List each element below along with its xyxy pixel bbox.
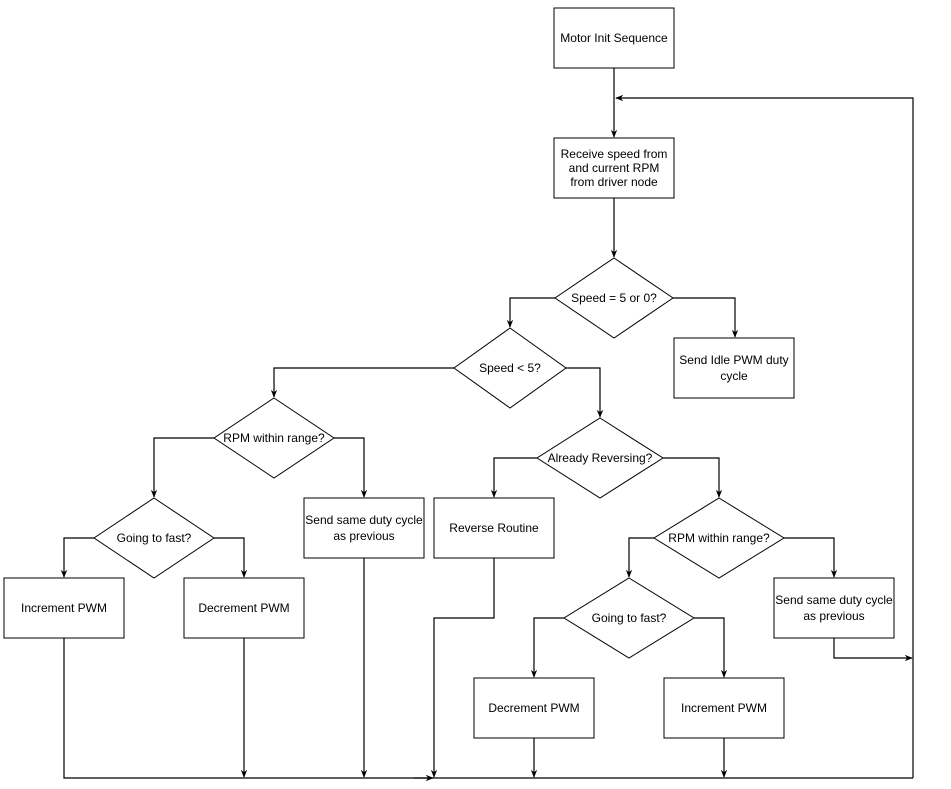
node-dec-right: Decrement PWM: [473, 677, 595, 739]
node-dec-left: Decrement PWM: [183, 577, 305, 639]
node-init-label: Motor Init Sequence: [560, 31, 668, 45]
node-same-left-label-2: as previous: [333, 529, 394, 543]
connectors: [60, 68, 914, 782]
node-inc-right: Increment PWM: [663, 677, 785, 739]
node-rpm-right-label: RPM within range?: [668, 531, 770, 545]
arrow-rpm-left-to-same-left: [334, 437, 368, 498]
arrow-reversing-to-reverse: [490, 457, 537, 498]
node-fast-left: Going to fast?: [93, 497, 215, 579]
node-same-left-label-1: Send same duty cycle: [305, 513, 423, 527]
node-rpm-left-label: RPM within range?: [223, 431, 325, 445]
node-fast-right-label: Going to fast?: [592, 611, 667, 625]
arrow-speed5or0-to-idle: [673, 297, 739, 338]
arrow-reverse-down: [430, 558, 495, 778]
arrow-fast-left-to-dec: [214, 537, 248, 578]
node-inc-left-label: Increment PWM: [21, 601, 107, 615]
node-speedlt5-label: Speed < 5?: [479, 361, 541, 375]
node-rpm-left: RPM within range?: [213, 397, 335, 479]
node-reversing-label: Already Reversing?: [548, 451, 653, 465]
node-dec-right-label: Decrement PWM: [488, 701, 579, 715]
node-receive-label-2: and current RPM: [569, 161, 660, 175]
node-reverse-label: Reverse Routine: [449, 521, 539, 535]
arrow-speed5or0-to-speedlt5: [506, 297, 555, 328]
node-inc-left: Increment PWM: [3, 577, 125, 639]
node-receive-label-1: Receive speed from: [561, 147, 668, 161]
node-inc-right-label: Increment PWM: [681, 701, 767, 715]
arrow-same-right-to-loop: [833, 638, 913, 662]
node-speedlt5: Speed < 5?: [453, 327, 567, 409]
arrow-fast-left-to-inc: [60, 537, 94, 578]
arrow-loop-back: [615, 94, 914, 778]
arrow-reversing-to-rpm-right: [663, 457, 723, 498]
arrow-speedlt5-to-reversing: [566, 367, 604, 418]
node-speed5or0-label: Speed = 5 or 0?: [571, 291, 657, 305]
node-reversing: Already Reversing?: [536, 417, 664, 499]
node-same-right-label-2: as previous: [803, 609, 864, 623]
node-reverse: Reverse Routine: [433, 497, 555, 559]
arrow-fast-right-to-dec: [530, 617, 564, 678]
arrow-fast-right-to-inc: [694, 617, 728, 678]
node-idle-label-1: Send Idle PWM duty: [679, 353, 788, 367]
arrow-rpm-left-to-fast-left: [150, 437, 214, 498]
node-rpm-right: RPM within range?: [653, 497, 785, 579]
node-fast-left-label: Going to fast?: [117, 531, 192, 545]
node-idle-label-2: cycle: [720, 369, 748, 383]
node-same-left: Send same duty cycle as previous: [303, 497, 425, 559]
node-idle: Send Idle PWM duty cycle: [673, 337, 795, 399]
arrow-rpm-right-to-same-right: [784, 537, 838, 578]
node-same-right-label-1: Send same duty cycle: [775, 593, 893, 607]
node-dec-left-label: Decrement PWM: [198, 601, 289, 615]
node-same-right: Send same duty cycle as previous: [773, 577, 895, 639]
node-speed5or0: Speed = 5 or 0?: [554, 257, 674, 339]
arrow-rpm-right-to-fast-right: [625, 537, 654, 578]
node-fast-right: Going to fast?: [563, 577, 695, 659]
node-receive-label-3: from driver node: [570, 175, 658, 189]
node-init: Motor Init Sequence: [553, 7, 675, 69]
line-bottom-return: [63, 638, 913, 779]
arrow-speedlt5-to-rpm-left: [270, 367, 454, 398]
node-receive: Receive speed from and current RPM from …: [553, 137, 675, 199]
